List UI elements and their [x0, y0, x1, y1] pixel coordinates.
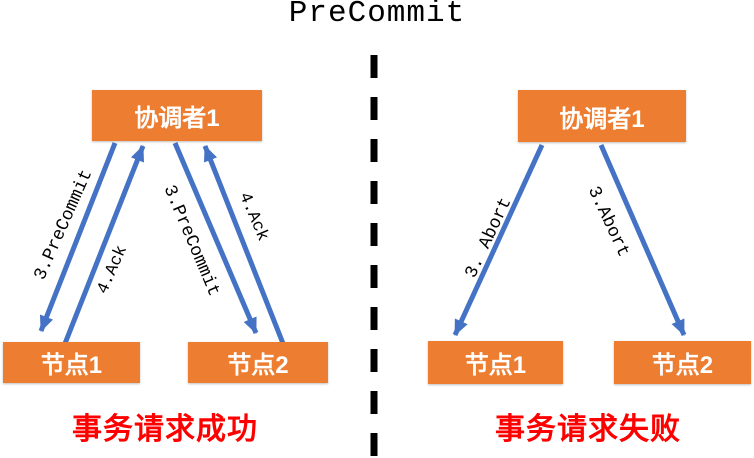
left-result-caption: 事务请求成功 [72, 413, 258, 446]
right-coordinator-box: 协调者1 [518, 90, 686, 142]
left-node1-box: 节点1 [3, 342, 140, 383]
arrow-abort-to-node2 [598, 143, 687, 337]
right-node1-label: 节点1 [464, 352, 527, 379]
left-node2-label: 节点2 [227, 352, 289, 379]
left-node2-box: 节点2 [188, 342, 328, 383]
right-coordinator-label: 协调者1 [559, 105, 645, 133]
arrow-ack-from-node2 [202, 145, 287, 347]
page-title: PreCommit [288, 0, 466, 31]
right-node2-label: 节点2 [651, 352, 714, 379]
arrow-abort-to-node1 [452, 143, 545, 337]
right-node1-box: 节点1 [428, 341, 563, 384]
arrow-precommit-to-node1 [38, 142, 118, 332]
left-node1-label: 节点1 [40, 352, 103, 379]
right-result-caption: 事务请求失败 [495, 413, 681, 446]
left-coordinator-label: 协调者1 [134, 105, 220, 132]
left-coordinator-box: 协调者1 [92, 90, 262, 141]
arrow-ack-from-node1 [61, 145, 146, 347]
arrow-precommit-to-node2 [172, 142, 259, 334]
right-node2-box: 节点2 [614, 341, 751, 384]
